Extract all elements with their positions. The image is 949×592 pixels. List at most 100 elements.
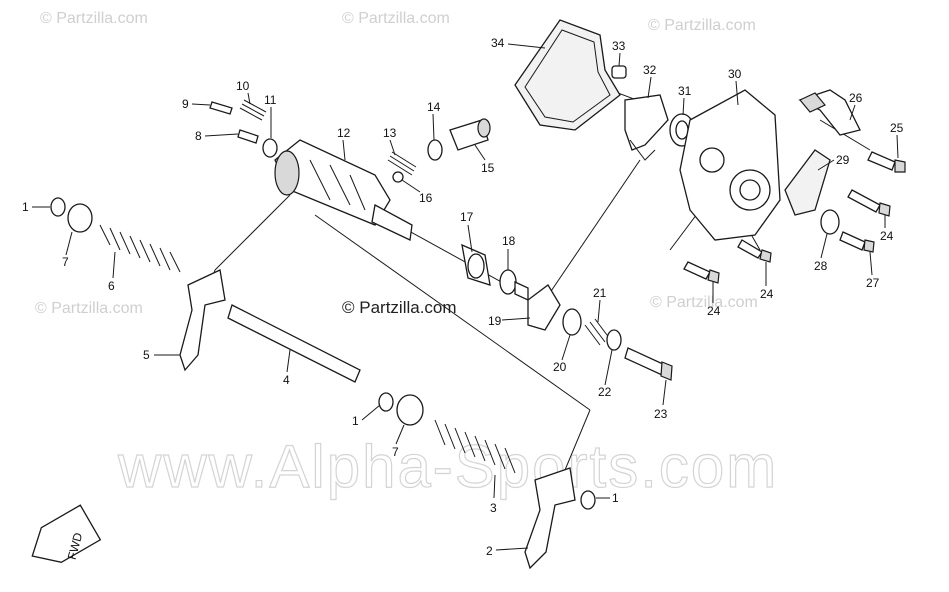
fwd-label: FWD [65,531,86,561]
leader-19 [501,317,531,321]
leader-20 [561,334,571,361]
callout-15: 15 [481,161,495,175]
callout-7a: 7 [62,255,69,269]
bolt-24-left-head [707,269,720,284]
bolt-27-head [863,239,875,253]
leader-4 [286,349,291,373]
bolt-23 [624,347,666,376]
leader-26 [849,104,856,121]
watermark-mid-right: © Partzilla.com [650,294,758,311]
collar-7-left [67,203,93,233]
shaft-gear-32-teeth [629,139,656,161]
callout-10: 10 [236,79,250,93]
plate-17-hole [467,253,485,279]
leader-22 [604,349,613,386]
callout-24a: 24 [880,229,894,243]
callout-16: 16 [419,191,433,205]
fork-shaft-4 [227,304,361,383]
collar-7-right [396,394,424,426]
watermark-top-left: © Partzilla.com [40,10,148,27]
ball-16 [392,171,404,183]
callout-6: 6 [108,279,115,293]
screw-9 [209,101,233,115]
leader-30 [735,80,739,106]
guide-line-fork5 [214,194,291,271]
callout-11: 11 [264,93,277,107]
callout-32: 32 [643,63,657,77]
bolt-24-mid [737,239,763,259]
gasket-34 [514,19,621,131]
callout-17: 17 [460,210,474,224]
leader-2 [495,547,529,551]
bolt-24-left [683,261,711,280]
leader-33 [618,52,621,67]
shift-drum-12-end [274,150,300,196]
leader-6 [112,251,116,279]
elbow-26-end [799,92,826,113]
leader-8 [204,133,239,137]
circlip-1-mid [378,392,394,412]
callout-34: 34 [491,36,505,50]
guide-line-26 [819,119,871,151]
callout-25: 25 [890,121,904,135]
callouts: 1 1 1 2 3 4 5 6 7 7 8 9 10 11 12 13 14 1… [22,36,904,558]
callout-21: 21 [593,286,607,300]
cover-30-boss-inner [739,179,761,201]
leader-21 [597,299,601,323]
leader-31 [682,97,685,116]
bolt-24-mid-head [759,249,772,263]
leader-29 [817,159,835,171]
pin-8 [237,129,259,144]
spring-10 [239,99,267,121]
leader-23 [662,379,667,406]
cover-30-port [699,147,725,173]
callout-1c: 1 [612,491,619,505]
guide-line-fork2b [564,409,591,471]
watermark-alpha-sports: www.Alpha-Sports.com [117,433,778,500]
leader-17 [467,224,473,253]
bolt-24-right-head [878,202,891,217]
callout-30: 30 [728,67,742,81]
bolt-25 [867,151,896,171]
gasket-34-inner [524,29,611,123]
washer-22 [606,329,622,351]
leader-25 [896,134,899,159]
leader-1b [361,404,381,421]
bushing-18-body [514,280,529,302]
leader-3 [493,474,496,499]
leader-13 [389,139,396,156]
leader-9 [191,103,211,106]
bushing-18 [499,269,517,295]
spring-13 [387,151,417,176]
callout-20: 20 [553,360,567,374]
gear-19 [527,284,561,331]
spring-3 [434,419,516,474]
callout-1b: 1 [352,414,359,428]
spring-6 [99,224,181,273]
bolt-27 [839,231,866,251]
switch-15-head [477,118,491,138]
bolt-23-head [660,361,673,381]
washer-20 [562,308,582,336]
leader-12 [342,139,346,161]
fwd-arrow-icon: FWD [31,504,102,564]
washer-11 [262,138,278,158]
leader-15 [474,144,486,161]
shift-drum-12-grooves [309,159,366,211]
callout-4: 4 [283,373,290,387]
leader-34 [507,43,546,49]
watermark-mid-left: © Partzilla.com [35,300,143,317]
washer-14 [427,139,443,161]
shaft-gear-32 [624,94,669,151]
washer-28 [820,209,840,235]
callout-23: 23 [654,407,668,421]
bolt-24-right [847,189,881,213]
callout-24c: 24 [707,304,721,318]
pin-33 [611,65,627,79]
callout-14: 14 [427,100,441,114]
callout-8: 8 [195,129,202,143]
circlip-1-left [50,197,66,217]
watermark-center: © Partzilla.com [342,298,457,317]
shift-fork-5 [179,269,226,372]
